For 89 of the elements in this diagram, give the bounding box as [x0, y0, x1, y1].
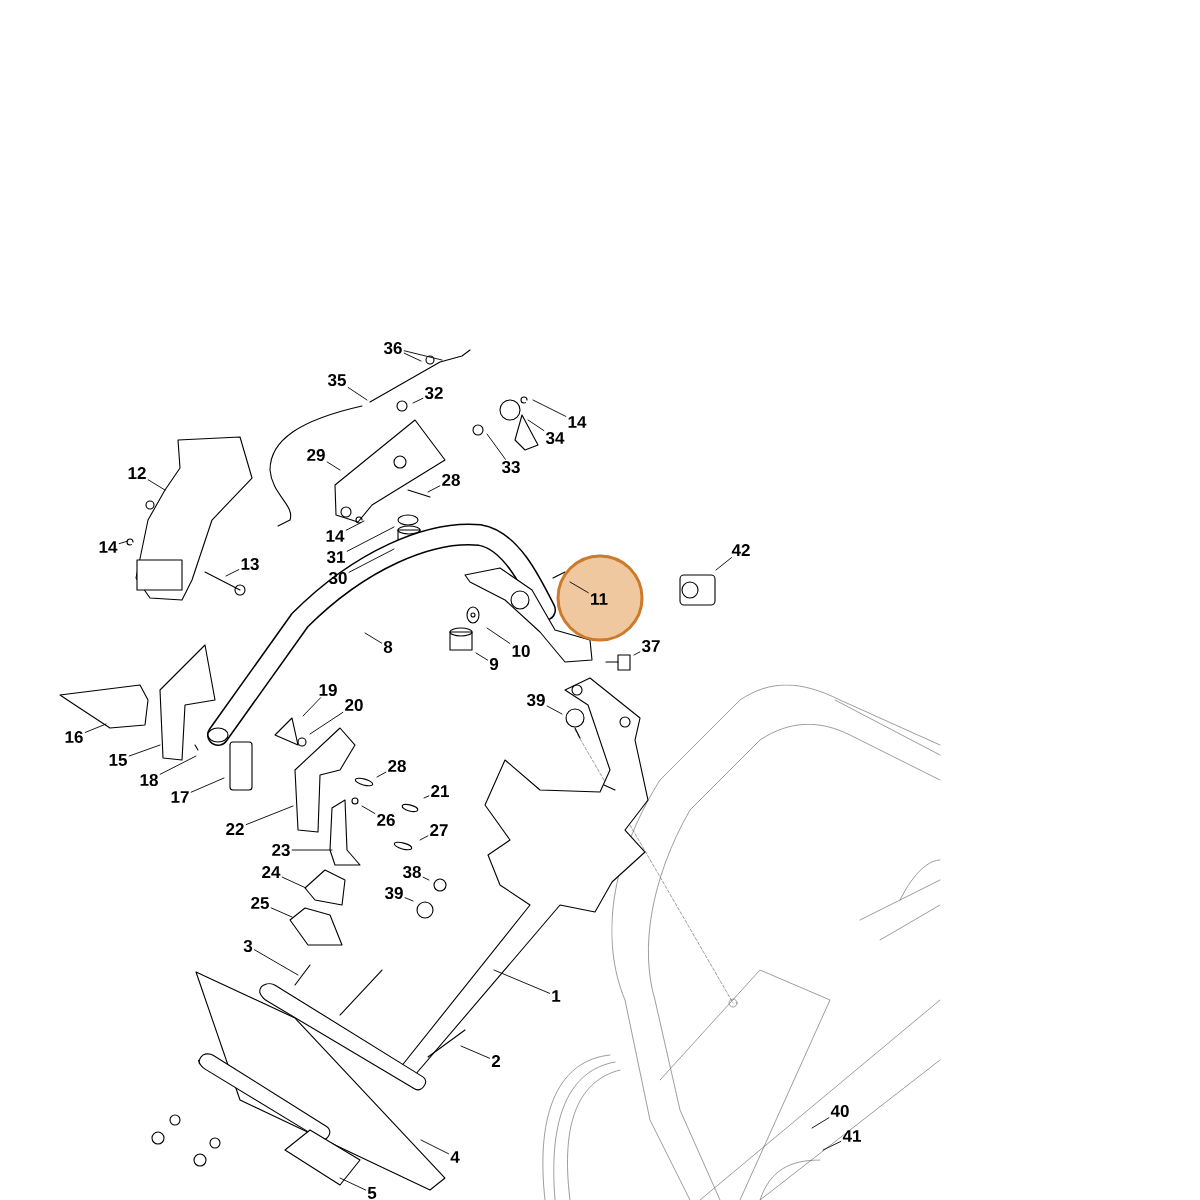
leader-line [493, 969, 551, 994]
callout-number: 21 [431, 785, 449, 797]
callout-number: 37 [641, 640, 660, 653]
callout-number: 38 [402, 866, 421, 879]
callout-number: 24 [262, 866, 281, 878]
leader-line [422, 876, 430, 881]
callout-number: 5 [367, 1187, 377, 1199]
leader-line [270, 907, 293, 918]
leader-line [254, 949, 299, 976]
callout-number: 12 [128, 467, 146, 479]
callout-number: 36 [383, 341, 402, 355]
callout-number: 1 [552, 990, 561, 1002]
callout-number: 35 [327, 373, 346, 387]
callout-number: 34 [545, 431, 565, 445]
callout-number: 14 [99, 541, 118, 553]
leader-line [345, 520, 365, 531]
callout-number: 32 [424, 386, 443, 400]
leader-line [404, 897, 414, 902]
leader-line [427, 485, 441, 493]
leader-line [339, 1177, 367, 1191]
leader-line [569, 581, 589, 594]
leader-line [225, 569, 240, 577]
leader-line [364, 632, 383, 644]
leader-line [546, 705, 563, 715]
callout-number: 8 [383, 641, 393, 654]
leader-line [118, 540, 129, 545]
callout-number: 14 [568, 416, 587, 428]
leader-line [159, 755, 197, 775]
leader-line [715, 557, 732, 571]
callout-number: 16 [65, 731, 83, 744]
leader-line [326, 461, 341, 471]
leader-line [811, 1117, 830, 1129]
leader-line [309, 711, 344, 735]
callout-number: 28 [442, 474, 460, 487]
leader-line [403, 350, 443, 361]
leader-line [281, 876, 307, 889]
callout-number: 30 [328, 572, 347, 585]
callout-number: 28 [388, 760, 406, 773]
leader-line [346, 526, 395, 552]
leader-line [147, 479, 166, 491]
callout-number: 26 [377, 814, 395, 827]
leader-line [633, 651, 641, 656]
callout-number: 27 [430, 824, 448, 836]
callout-number: 41 [842, 1130, 861, 1142]
callout-number: 29 [307, 449, 325, 462]
leader-line [460, 1045, 491, 1059]
callout-number: 2 [491, 1055, 501, 1067]
callout-number: 13 [241, 558, 259, 571]
leader-line [84, 723, 107, 733]
leader-line [403, 352, 422, 362]
callout-number: 19 [319, 684, 337, 697]
leader-line [486, 433, 506, 460]
leader-line [475, 652, 489, 661]
leader-line [412, 397, 424, 404]
leader-line [361, 805, 376, 814]
leader-line [376, 771, 387, 778]
leader-line [291, 849, 333, 851]
callout-number: 39 [526, 694, 545, 707]
leader-line [486, 627, 511, 644]
leader-line [128, 744, 161, 757]
leader-line [348, 548, 395, 573]
callout-number: 22 [226, 823, 244, 835]
callout-number: 4 [450, 1151, 460, 1163]
callout-number: 10 [512, 645, 530, 658]
callout-number: 20 [345, 699, 363, 712]
callout-number: 9 [489, 658, 499, 671]
callout-number: 18 [140, 774, 158, 787]
leader-line [527, 419, 545, 431]
callout-number: 39 [384, 887, 403, 900]
callout-number: 3 [243, 940, 253, 953]
leader-line [302, 697, 322, 717]
callout-number: 15 [109, 754, 127, 766]
callout-number: 25 [251, 897, 269, 910]
leader-line [245, 805, 294, 826]
callout-number: 11 [591, 593, 608, 605]
leader-line [423, 795, 430, 799]
callout-number: 31 [326, 551, 345, 564]
leader-line [822, 1140, 842, 1151]
leader-line [419, 835, 429, 841]
leader-line [420, 1139, 450, 1155]
leader-line [190, 777, 225, 793]
callout-number: 40 [830, 1105, 849, 1118]
leader-line [532, 399, 567, 417]
callout-number: 23 [272, 844, 290, 857]
callout-number: 14 [326, 530, 345, 542]
leader-line [347, 387, 368, 401]
callout-number: 17 [171, 791, 189, 803]
callout-number: 33 [501, 460, 520, 474]
callout-number: 42 [731, 544, 750, 556]
